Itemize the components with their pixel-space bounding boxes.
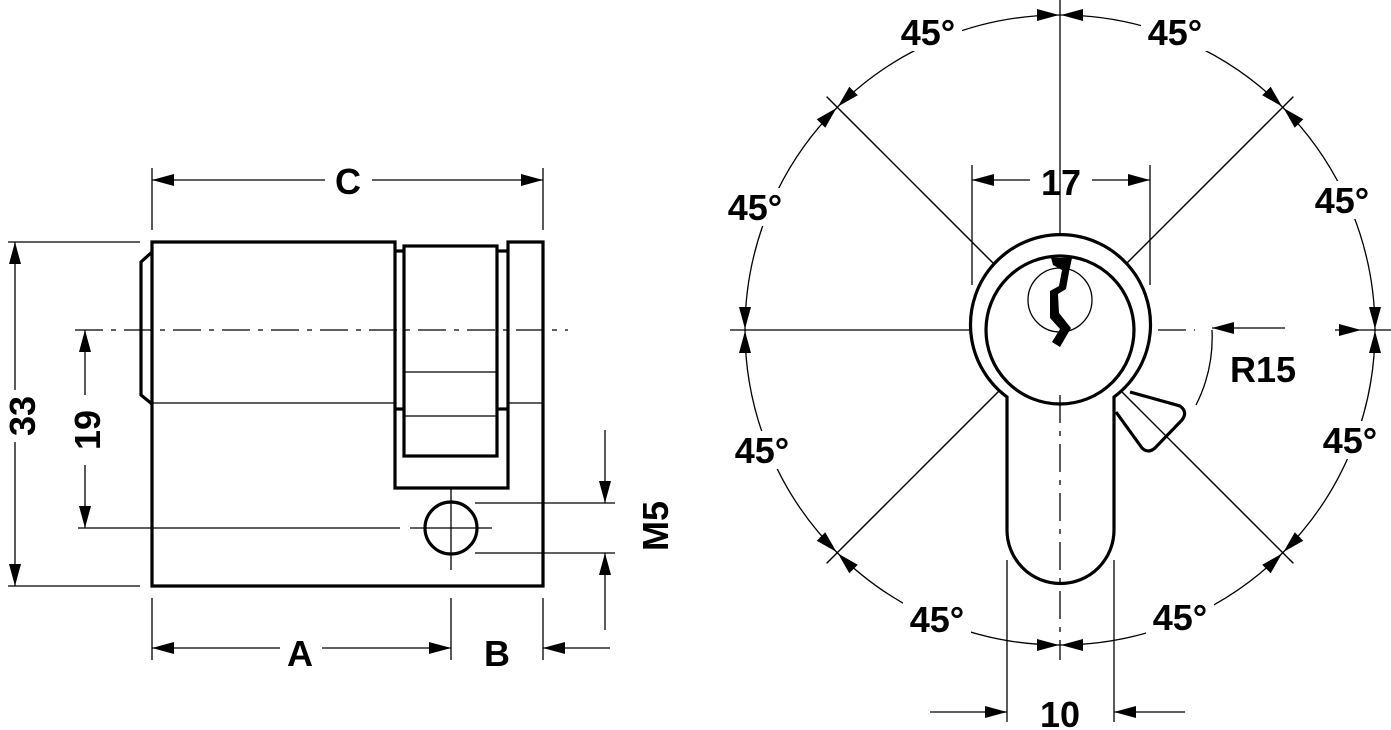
dim-r15-label: R15 <box>1230 349 1296 390</box>
arrowhead <box>429 642 451 654</box>
radius-arc <box>1195 329 1213 406</box>
angle-label-background <box>721 188 789 226</box>
arrowhead <box>1369 307 1381 329</box>
arrowhead <box>837 86 858 107</box>
arrowhead <box>9 242 21 264</box>
arrowhead <box>79 330 91 352</box>
dim-17-label: 17 <box>1041 162 1081 203</box>
arrowhead <box>1339 324 1361 336</box>
chamfer <box>139 250 154 406</box>
arrowhead <box>739 331 751 353</box>
angle-label-background <box>903 600 971 638</box>
front-view: 17 10 R15 45° 45° 45° 45° 45° 45° 45° 45° <box>721 0 1391 730</box>
angle-label-background <box>894 13 962 51</box>
angle-label-background <box>1308 181 1376 219</box>
dim-33-label: 33 <box>2 396 43 436</box>
arrowhead <box>739 307 751 329</box>
angle-label: 45° <box>1148 12 1202 53</box>
angle-label: 45° <box>735 430 789 471</box>
angle-label: 45° <box>728 187 782 228</box>
angle-label: 45° <box>1315 180 1369 221</box>
angle-label-background <box>1316 421 1384 459</box>
dim-19-label: 19 <box>67 410 108 450</box>
arrowhead <box>599 481 611 503</box>
arrowhead <box>1114 706 1136 718</box>
cylinder-body-outline <box>150 240 545 588</box>
dim-c-label: C <box>335 161 361 202</box>
side-view: C A B 33 19 M5 <box>2 161 676 674</box>
arrowhead <box>1212 322 1234 334</box>
arrowhead <box>1037 9 1059 21</box>
angle-label: 45° <box>901 12 955 53</box>
arrowhead <box>152 174 174 186</box>
dimension-lines <box>930 174 1361 718</box>
dim-m5-label: M5 <box>635 501 676 551</box>
extension-lines <box>971 165 1151 722</box>
arrowhead <box>972 174 994 186</box>
arrowhead <box>1283 107 1304 128</box>
arrowhead <box>816 532 837 553</box>
arrowhead <box>521 174 543 186</box>
cam-lug <box>1114 390 1187 453</box>
extension-lines <box>8 168 615 660</box>
dim-10-label: 10 <box>1040 694 1080 730</box>
arrowhead <box>1262 86 1283 107</box>
cam <box>402 244 499 458</box>
arrowhead <box>1369 331 1381 353</box>
dim-b-label: B <box>484 633 510 674</box>
arrowhead <box>152 642 174 654</box>
arrowhead <box>1061 9 1083 21</box>
arrowhead <box>9 564 21 586</box>
dimension-lines <box>9 174 611 654</box>
arrowhead <box>1262 553 1283 574</box>
angle-label-background <box>1146 598 1214 636</box>
arrowhead <box>79 506 91 528</box>
arrowhead <box>543 642 565 654</box>
angle-label: 45° <box>1323 420 1377 461</box>
angle-label-background <box>728 431 796 469</box>
arrowhead <box>816 107 837 128</box>
angle-label-background <box>1141 13 1209 51</box>
angle-label: 45° <box>910 599 964 640</box>
arrowhead <box>1037 639 1059 651</box>
dim-a-label: A <box>287 633 313 674</box>
arrowhead <box>837 553 858 574</box>
arrowhead <box>1061 639 1083 651</box>
keyway-icon <box>1050 258 1072 347</box>
arrowhead <box>1283 532 1304 553</box>
arrowhead <box>1128 174 1150 186</box>
arrowhead <box>599 553 611 575</box>
angle-label: 45° <box>1153 597 1207 638</box>
arrowhead <box>985 706 1007 718</box>
